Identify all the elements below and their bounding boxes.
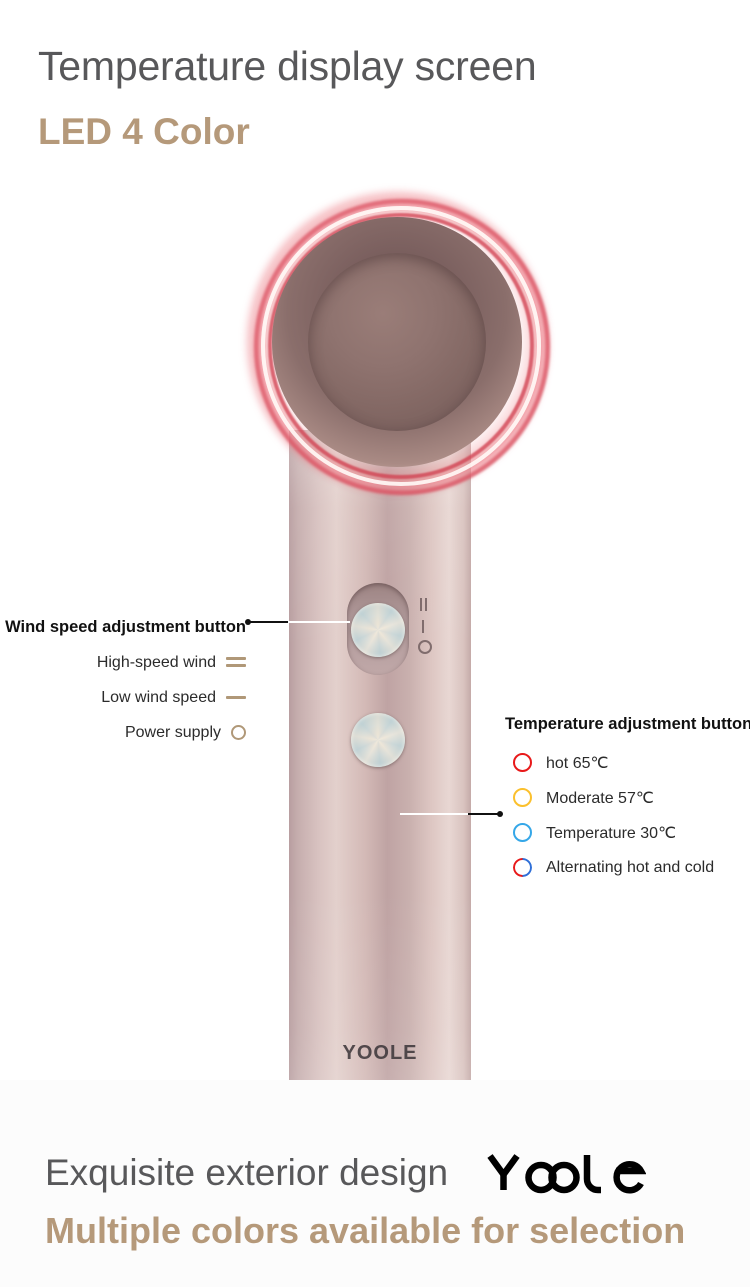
- wind-item-low: Low wind speed: [0, 680, 246, 715]
- double-bar-icon: [226, 657, 246, 668]
- power-mark-icon: [418, 640, 432, 654]
- head-nozzle: [308, 253, 486, 431]
- wind-leader-line-dark: [250, 621, 288, 623]
- alternating-circle-icon: [513, 858, 532, 877]
- led-ring-white: [261, 206, 541, 486]
- temp-item-cool-label: Temperature 30℃: [546, 824, 677, 842]
- led-ring-outer: [254, 199, 550, 495]
- wind-item-low-label: Low wind speed: [101, 688, 216, 706]
- high-speed-mark-icon-2: [425, 598, 427, 611]
- head-body: [272, 217, 522, 467]
- brand-logo: [486, 1152, 647, 1194]
- wind-item-high-label: High-speed wind: [96, 653, 216, 671]
- wind-panel-title: Wind speed adjustment button: [5, 618, 246, 636]
- temperature-button: [351, 713, 405, 767]
- temp-leader-line-dark: [468, 813, 500, 815]
- power-circle-icon: [231, 725, 246, 740]
- temp-item-hot: hot 65℃: [505, 745, 750, 780]
- temperature-panel-title: Temperature adjustment button: [505, 715, 750, 733]
- single-bar-icon: [226, 696, 246, 699]
- temp-item-alternating: Alternating hot and cold: [505, 850, 750, 885]
- wind-panel-title-row: Wind speed adjustment button: [0, 610, 246, 645]
- footer-title: Exquisite exterior design: [45, 1152, 449, 1193]
- temp-item-cool: Temperature 30℃: [505, 815, 750, 850]
- yoole-logo-icon: [487, 1154, 647, 1194]
- wind-leader-dot: [245, 619, 251, 625]
- dryer-head: [243, 172, 551, 512]
- page-subtitle: LED 4 Color: [38, 111, 250, 152]
- moderate-circle-icon: [513, 788, 532, 807]
- high-speed-mark-icon: [420, 598, 422, 611]
- low-speed-mark-icon: [422, 620, 424, 633]
- temp-leader-dot: [497, 811, 503, 817]
- wind-item-high: High-speed wind: [0, 645, 246, 680]
- footer-title-row: Exquisite exterior design: [45, 1152, 720, 1194]
- temp-leader-line-light: [400, 813, 470, 815]
- hot-circle-icon: [513, 753, 532, 772]
- temp-item-moderate-label: Moderate 57℃: [546, 789, 654, 807]
- wind-leader-line-light: [288, 621, 350, 623]
- hair-dryer-image: YOOLE: [243, 172, 551, 1080]
- wind-speed-button: [351, 603, 405, 657]
- led-ring-inner: [268, 213, 534, 479]
- footer-subtitle: Multiple colors available for selection: [45, 1210, 686, 1251]
- wind-item-power: Power supply: [0, 715, 246, 750]
- footer-band: Exquisite exterior design: [0, 1080, 750, 1287]
- temp-item-moderate: Moderate 57℃: [505, 780, 750, 815]
- temp-item-alternating-label: Alternating hot and cold: [546, 858, 715, 876]
- cool-circle-icon: [513, 823, 532, 842]
- temp-item-hot-label: hot 65℃: [546, 754, 609, 772]
- temperature-panel: Temperature adjustment button hot 65℃ Mo…: [505, 715, 750, 885]
- page-title: Temperature display screen: [38, 43, 537, 89]
- handle-brand-logo: YOOLE: [342, 1042, 418, 1064]
- dryer-handle: YOOLE: [289, 430, 471, 1080]
- slider-markings: [415, 598, 437, 654]
- wind-speed-panel: Wind speed adjustment button High-speed …: [0, 610, 246, 750]
- wind-item-power-label: Power supply: [124, 723, 221, 741]
